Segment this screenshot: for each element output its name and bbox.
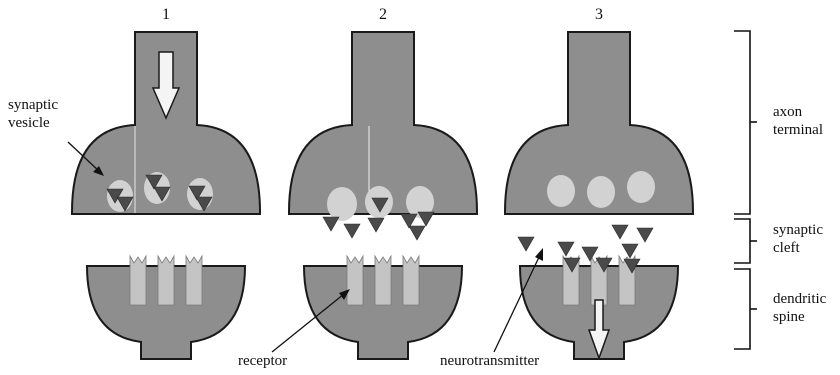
bracket-synaptic-cleft	[734, 219, 757, 263]
bracket-axon-terminal	[734, 31, 757, 214]
label-neurotransmitter: neurotransmitter	[440, 352, 539, 370]
dendritic-spine-1	[87, 256, 245, 359]
vesicle	[365, 186, 393, 218]
stage-number-1: 1	[162, 6, 170, 24]
label-synaptic-cleft: synaptic cleft	[773, 221, 823, 257]
empty-vesicles	[547, 171, 655, 208]
stage-3	[505, 32, 693, 359]
label-receptor: receptor	[238, 352, 287, 370]
stage-1	[72, 32, 260, 359]
bracket-dendritic-spine	[734, 269, 757, 349]
vesicle	[144, 172, 170, 204]
label-dendritic-spine: dendritic spine	[773, 290, 826, 326]
label-synaptic-vesicle: synaptic vesicle	[8, 96, 58, 132]
label-axon-terminal: axon terminal	[773, 103, 823, 139]
stage-number-3: 3	[595, 6, 603, 24]
stage-number-2: 2	[379, 6, 387, 24]
vesicle	[107, 180, 133, 212]
vesicle	[327, 187, 357, 221]
stage-2	[289, 32, 477, 359]
